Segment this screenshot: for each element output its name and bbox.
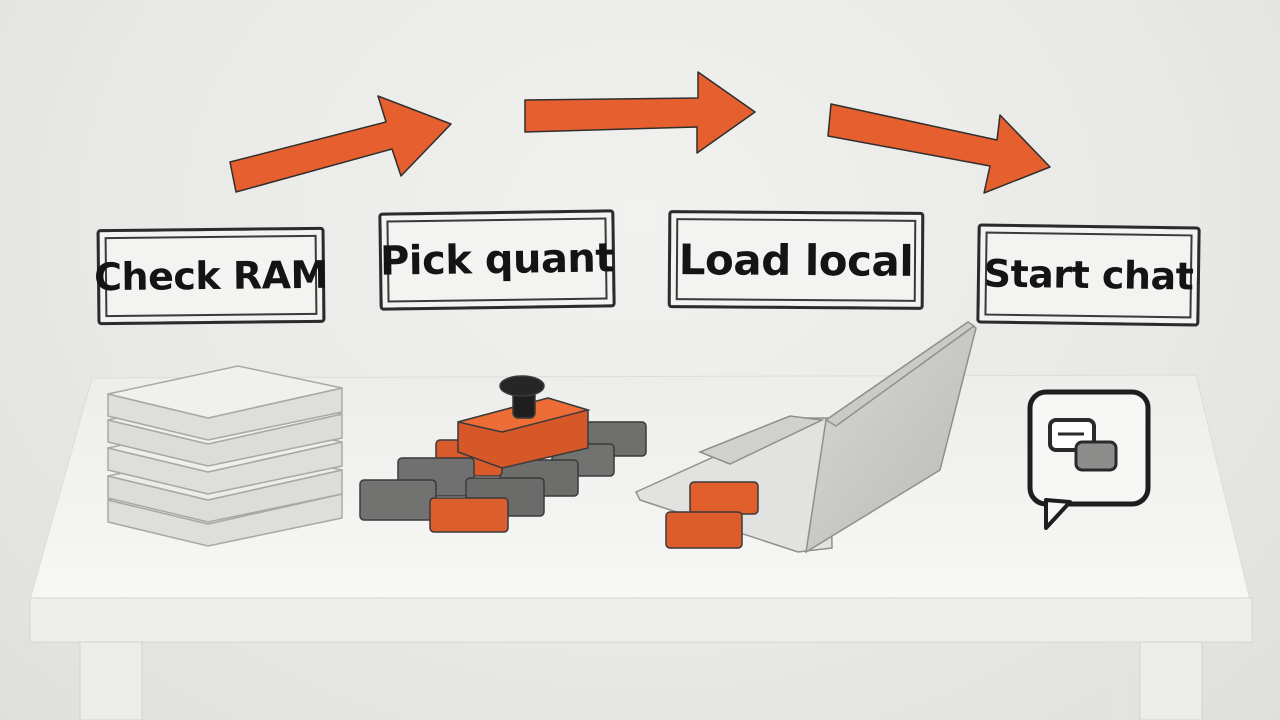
step-label-load-local: Load local [667,210,925,310]
step-label-start-chat: Start chat [976,223,1201,327]
chat-bubble-icon [1027,389,1151,530]
quant-blocks-icon [359,375,647,533]
laptop-icon [634,321,977,554]
flow-arrows [229,71,1051,194]
step-label-check-ram: Check RAM [94,226,328,326]
step-label-pick-quant: Pick quant [378,209,616,311]
arrow-icon [827,103,1051,194]
arrow-icon [229,95,452,193]
arrow-icon [524,71,756,154]
memory-stack-icon [107,365,343,547]
